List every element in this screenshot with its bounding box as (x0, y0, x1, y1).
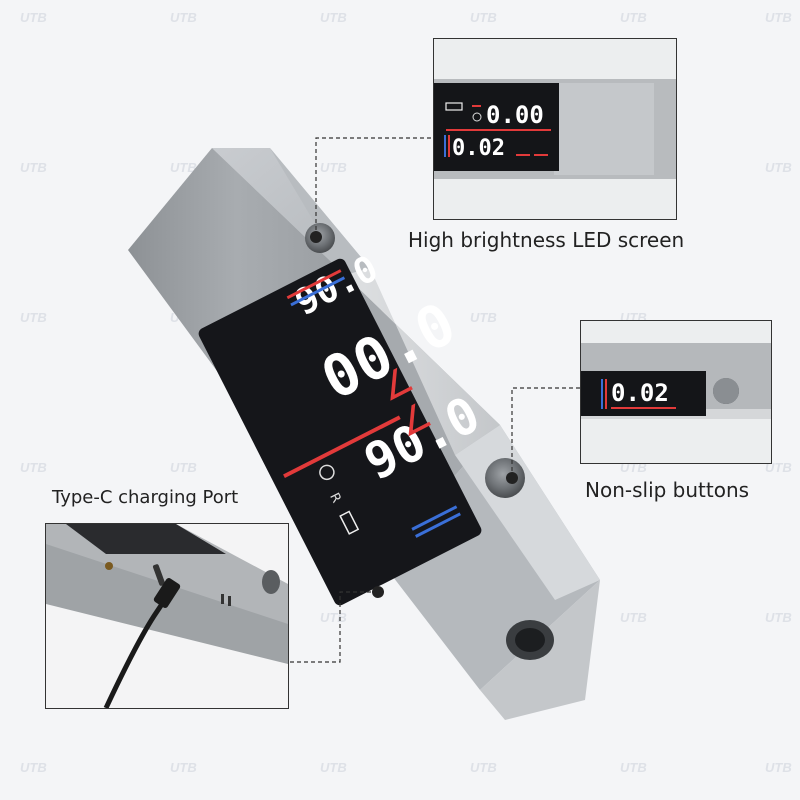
watermark: UTB (20, 460, 47, 475)
device-side-face (270, 148, 370, 295)
watermark: UTB (170, 160, 197, 175)
watermark: UTB (765, 160, 792, 175)
end-port-icon (262, 570, 280, 594)
inset-port (45, 523, 289, 709)
pointer-dot (310, 231, 322, 243)
button-bottom-icon (485, 458, 525, 498)
led-top-value: 0.00 (486, 101, 544, 129)
inset-buttons-illustration: 0.02 (581, 343, 771, 419)
laser-lens-icon (515, 628, 545, 652)
battery-icon (339, 510, 360, 535)
watermark: UTB (320, 10, 347, 25)
inset-led-illustration: 0.00 0.02 (434, 79, 676, 179)
screw-hole-icon (105, 562, 113, 570)
watermark: UTB (470, 310, 497, 325)
watermark: UTB (470, 10, 497, 25)
watermark: UTB (620, 10, 647, 25)
watermark: UTB (320, 160, 347, 175)
caption-led-screen: High brightness LED screen (408, 228, 685, 252)
usb-c-cable-icon (103, 584, 177, 708)
pointer-dot (506, 472, 518, 484)
watermark: UTB (20, 160, 47, 175)
led-bottom-value: 0.02 (452, 136, 505, 161)
watermark: UTB (470, 760, 497, 775)
crosshair-icon (319, 464, 335, 481)
watermark: UTB (170, 10, 197, 25)
watermark: UTB (765, 760, 792, 775)
watermark: UTB (765, 10, 792, 25)
watermark: UTB (765, 610, 792, 625)
device-end-body (380, 425, 600, 690)
usb-c-plug-icon (153, 578, 181, 608)
watermark: UTB (20, 310, 47, 325)
watermark: UTB (320, 760, 347, 775)
pointer-dot (372, 586, 384, 598)
watermark: UTB (620, 610, 647, 625)
inset-buttons: 0.02 (580, 320, 772, 464)
inset-led-screen: 0.00 0.02 (433, 38, 677, 220)
watermark: UTB (170, 460, 197, 475)
crosshair-icon (472, 112, 482, 122)
device-right-face (345, 268, 500, 455)
watermark: UTB (20, 760, 47, 775)
usb-c-port-icon (152, 564, 166, 586)
inset-port-illustration (46, 524, 288, 708)
watermark: UTB (20, 10, 47, 25)
leader-line-port (290, 591, 378, 663)
caption-buttons: Non-slip buttons (585, 478, 750, 502)
leader-line-buttons (511, 387, 580, 478)
buttons-inset-value: 0.02 (611, 379, 669, 407)
watermark: UTB (620, 760, 647, 775)
leader-line-screen (315, 137, 432, 237)
device-front-face (128, 148, 345, 382)
caption-port: Type-C charging Port (52, 487, 239, 508)
battery-icon (445, 102, 463, 111)
watermark: UTB (170, 760, 197, 775)
